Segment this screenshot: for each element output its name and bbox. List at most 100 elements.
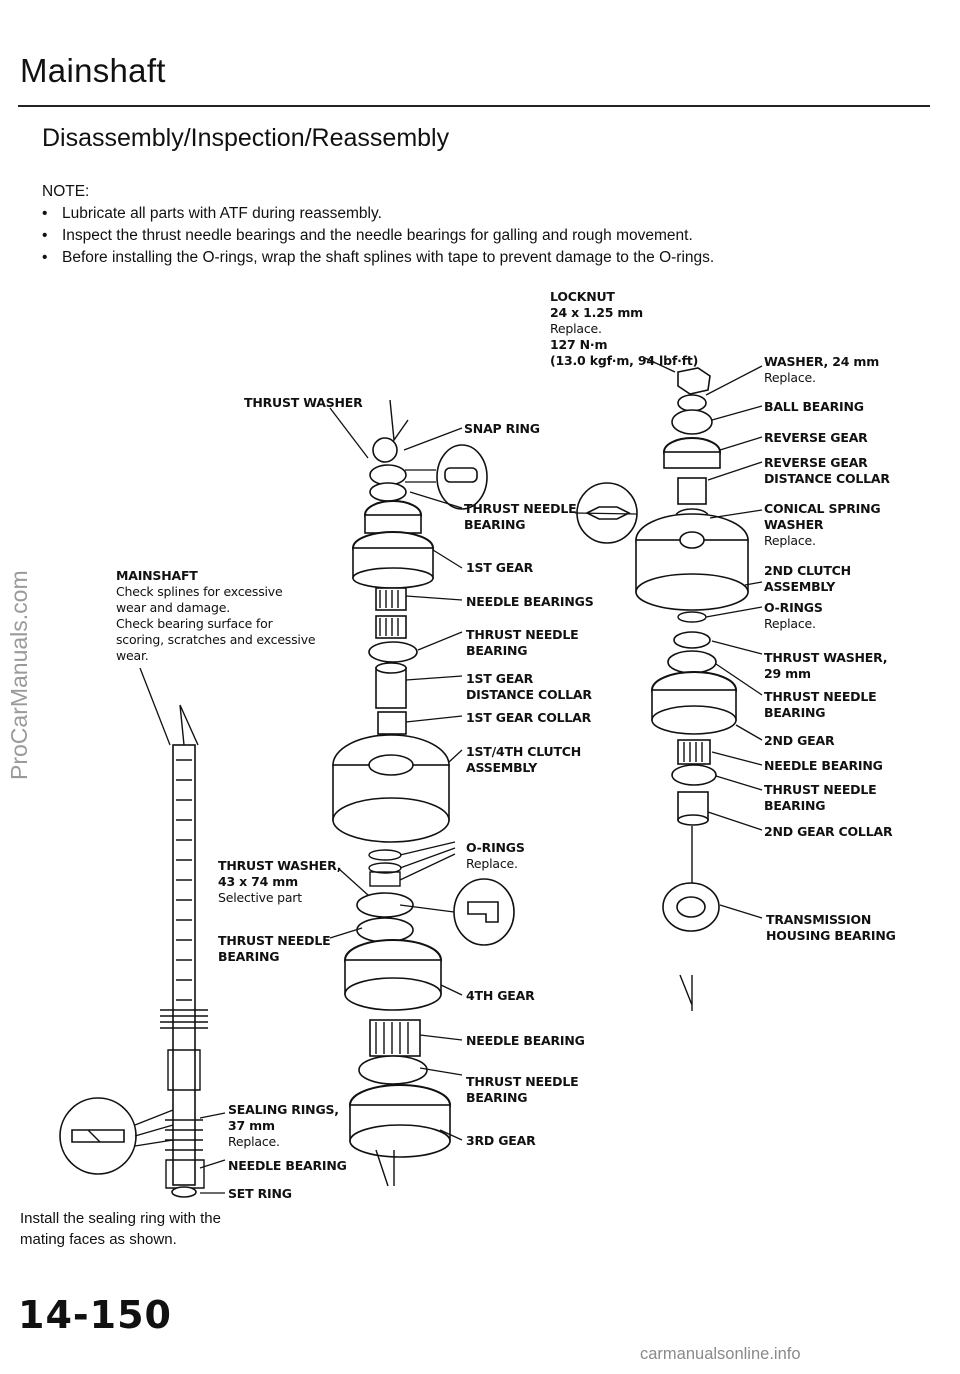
label-text: BEARING bbox=[218, 949, 280, 964]
label-text: THRUST WASHER, bbox=[218, 858, 342, 873]
label-o-rings-mid: O-RINGS Replace. bbox=[466, 840, 525, 872]
notes-heading: NOTE: bbox=[42, 183, 90, 200]
label-text: TRANSMISSION bbox=[766, 912, 872, 927]
label-text: THRUST NEEDLE bbox=[218, 933, 331, 948]
label-thrust-needle-bearing-right-2: THRUST NEEDLE BEARING bbox=[764, 782, 877, 814]
label-text: O-RINGS bbox=[466, 840, 525, 855]
label-text: wear and damage. bbox=[116, 600, 231, 615]
install-note: Install the sealing ring with the mating… bbox=[20, 1208, 221, 1250]
label-text: 43 x 74 mm bbox=[218, 874, 298, 889]
label-text: Check bearing surface for bbox=[116, 616, 273, 631]
label-needle-bearings: NEEDLE BEARINGS bbox=[466, 594, 594, 609]
label-text: 24 x 1.25 mm bbox=[550, 305, 644, 320]
label-text: THRUST NEEDLE bbox=[466, 1074, 579, 1089]
page-title: Mainshaft bbox=[20, 52, 166, 89]
side-watermark: ProCarManuals.com bbox=[6, 570, 32, 780]
label-text: SEALING RINGS, bbox=[228, 1102, 339, 1117]
label-thrust-needle-bearing-mid-2: THRUST NEEDLE BEARING bbox=[466, 627, 579, 659]
label-transmission-housing-bearing: TRANSMISSION HOUSING BEARING bbox=[766, 912, 896, 944]
mainshaft-drawing bbox=[160, 704, 208, 1198]
label-text: Replace. bbox=[764, 533, 816, 548]
label-text: REVERSE GEAR bbox=[764, 455, 868, 470]
label-text: BEARING bbox=[466, 643, 528, 658]
label-text: scoring, scratches and excessive bbox=[116, 632, 316, 647]
label-text: O-RINGS bbox=[764, 600, 823, 615]
label-reverse-gear: REVERSE GEAR bbox=[764, 430, 868, 445]
label-text: 29 mm bbox=[764, 666, 811, 681]
label-1st-gear-distance-collar: 1ST GEAR DISTANCE COLLAR bbox=[466, 671, 592, 703]
label-text: BEARING bbox=[466, 1090, 528, 1105]
note-item: Inspect the thrust needle bearings and t… bbox=[42, 225, 714, 247]
label-text: 127 N·m bbox=[550, 337, 608, 352]
label-text: THRUST NEEDLE bbox=[464, 501, 577, 516]
label-reverse-gear-distance-collar: REVERSE GEAR DISTANCE COLLAR bbox=[764, 455, 890, 487]
label-text: DISTANCE COLLAR bbox=[466, 687, 592, 702]
label-o-rings-right: O-RINGS Replace. bbox=[764, 600, 823, 632]
label-text: DISTANCE COLLAR bbox=[764, 471, 890, 486]
page-number: 14-150 bbox=[18, 1293, 172, 1337]
label-text: LOCKNUT bbox=[550, 289, 615, 304]
label-text: Replace. bbox=[550, 321, 602, 336]
label-text: THRUST WASHER, bbox=[764, 650, 888, 665]
label-sealing-rings: SEALING RINGS, 37 mm Replace. bbox=[228, 1102, 339, 1150]
label-text: 1ST GEAR bbox=[466, 671, 534, 686]
bottom-watermark: carmanualsonline.info bbox=[640, 1345, 801, 1363]
label-mainshaft: MAINSHAFT Check splines for excessive we… bbox=[116, 568, 316, 664]
label-thrust-needle-bearing-mid-1: THRUST NEEDLE BEARING bbox=[464, 501, 577, 533]
label-needle-bearing-low: NEEDLE BEARING bbox=[466, 1033, 585, 1048]
label-text: THRUST NEEDLE bbox=[466, 627, 579, 642]
sealing-ring-detail bbox=[59, 1097, 174, 1175]
snap-ring-detail bbox=[405, 444, 488, 510]
right-stack-drawing bbox=[576, 367, 749, 1011]
label-set-ring: SET RING bbox=[228, 1186, 292, 1201]
label-text: BEARING bbox=[464, 517, 526, 532]
label-needle-bearing-bottom: NEEDLE BEARING bbox=[228, 1158, 347, 1173]
label-thrust-needle-bearing-right-1: THRUST NEEDLE BEARING bbox=[764, 689, 877, 721]
label-1st-gear-collar: 1ST GEAR COLLAR bbox=[466, 710, 592, 725]
label-text: 2ND CLUTCH bbox=[764, 563, 851, 578]
label-text: THRUST NEEDLE bbox=[764, 689, 877, 704]
leader-lines bbox=[139, 357, 763, 1194]
label-conical-spring-washer: CONICAL SPRING WASHER Replace. bbox=[764, 501, 881, 549]
title-rule bbox=[18, 105, 930, 107]
label-needle-bearing-right: NEEDLE BEARING bbox=[764, 758, 883, 773]
label-text: Replace. bbox=[228, 1134, 280, 1149]
note-item: Lubricate all parts with ATF during reas… bbox=[42, 203, 714, 225]
middle-stack-drawing bbox=[332, 399, 451, 1187]
label-ball-bearing: BALL BEARING bbox=[764, 399, 864, 414]
label-text: Replace. bbox=[764, 616, 816, 631]
label-text: BEARING bbox=[764, 798, 826, 813]
label-text: (13.0 kgf·m, 94 lbf·ft) bbox=[550, 353, 699, 368]
label-1st-4th-clutch-assembly: 1ST/4TH CLUTCH ASSEMBLY bbox=[466, 744, 581, 776]
label-thrust-washer-29mm: THRUST WASHER, 29 mm bbox=[764, 650, 888, 682]
label-2nd-gear-collar: 2ND GEAR COLLAR bbox=[764, 824, 893, 839]
install-note-line: mating faces as shown. bbox=[20, 1231, 177, 1248]
label-text: Replace. bbox=[764, 370, 816, 385]
label-text: BEARING bbox=[764, 705, 826, 720]
label-text: THRUST NEEDLE bbox=[764, 782, 877, 797]
label-2nd-clutch-assembly: 2ND CLUTCH ASSEMBLY bbox=[764, 563, 851, 595]
label-thrust-needle-bearing-left: THRUST NEEDLE BEARING bbox=[218, 933, 331, 965]
label-text: 1ST/4TH CLUTCH bbox=[466, 744, 582, 759]
label-snap-ring: SNAP RING bbox=[464, 421, 540, 436]
label-text: ASSEMBLY bbox=[466, 760, 538, 775]
oring-detail bbox=[399, 878, 515, 946]
label-2nd-gear: 2ND GEAR bbox=[764, 733, 835, 748]
label-locknut: LOCKNUT 24 x 1.25 mm Replace. 127 N·m (1… bbox=[550, 289, 698, 369]
label-text: 37 mm bbox=[228, 1118, 275, 1133]
label-text: HOUSING BEARING bbox=[766, 928, 896, 943]
label-text: CONICAL SPRING bbox=[764, 501, 881, 516]
notes-block: NOTE: Lubricate all parts with ATF durin… bbox=[42, 181, 714, 269]
section-subtitle: Disassembly/Inspection/Reassembly bbox=[42, 124, 450, 152]
label-text: WASHER, 24 mm bbox=[764, 354, 880, 369]
label-thrust-washer-43x74: THRUST WASHER, 43 x 74 mm Selective part bbox=[218, 858, 342, 906]
install-note-line: Install the sealing ring with the bbox=[20, 1210, 221, 1227]
label-text: WASHER bbox=[764, 517, 824, 532]
label-thrust-washer: THRUST WASHER bbox=[244, 395, 363, 410]
note-item: Before installing the O-rings, wrap the … bbox=[42, 247, 714, 269]
label-1st-gear: 1ST GEAR bbox=[466, 560, 534, 575]
label-text: MAINSHAFT bbox=[116, 568, 198, 583]
label-text: wear. bbox=[116, 648, 149, 663]
label-4th-gear: 4TH GEAR bbox=[466, 988, 535, 1003]
